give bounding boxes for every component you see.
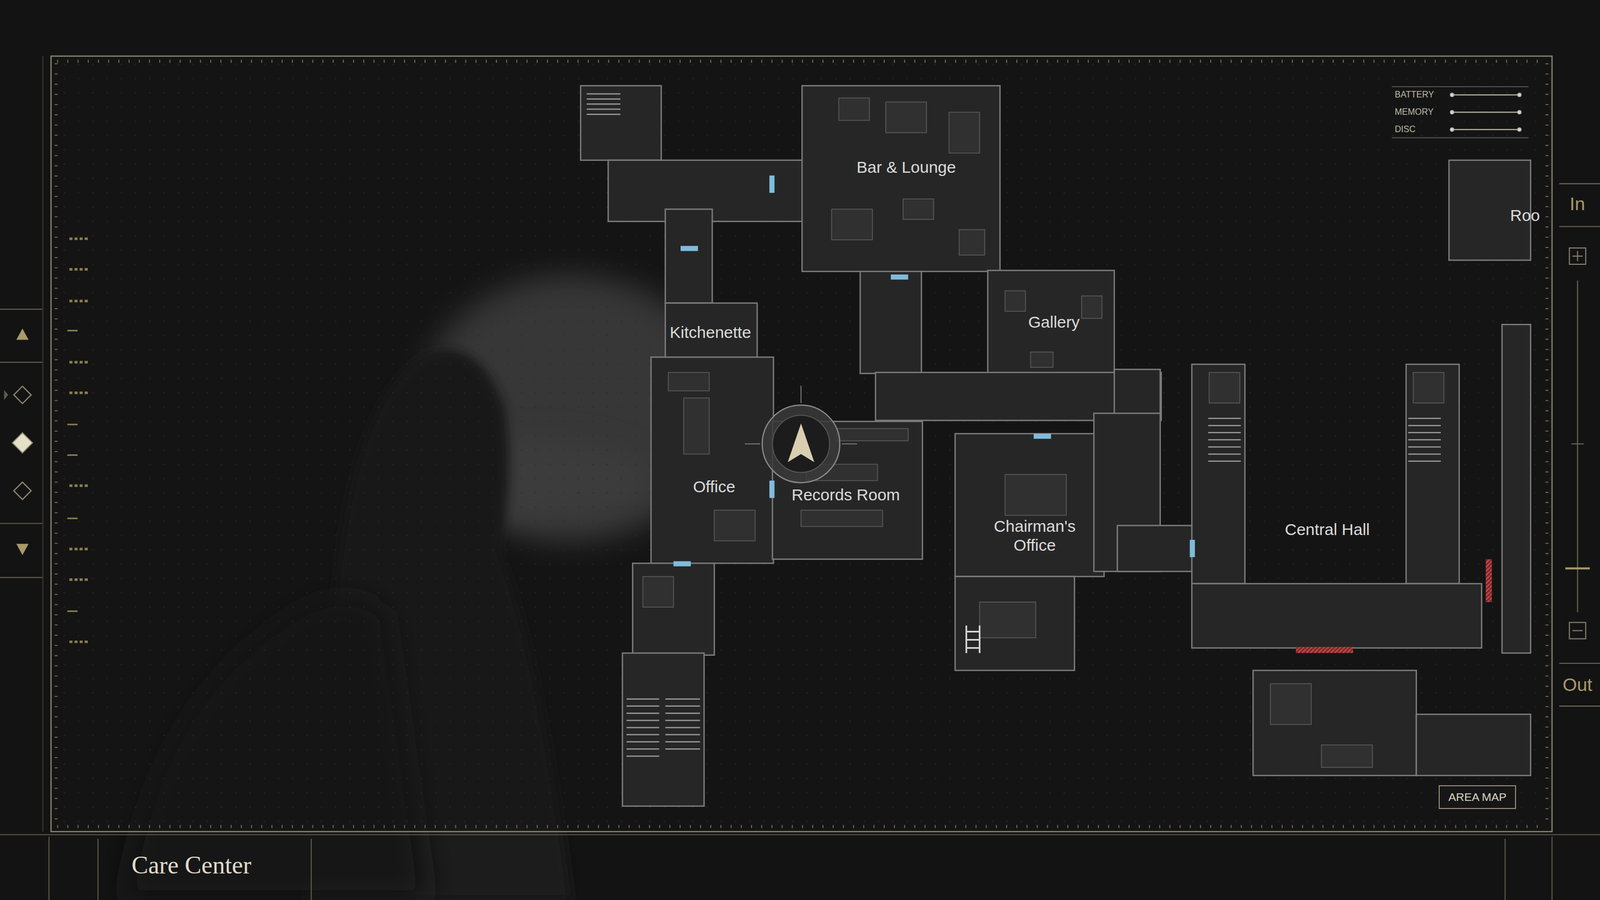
zoom-label: In xyxy=(1569,193,1585,215)
room-label: Roo xyxy=(1510,206,1540,225)
room-name: Gallery xyxy=(1028,312,1080,332)
zoom-label: Out xyxy=(1562,674,1593,696)
room-name: Bar & Lounge xyxy=(856,158,956,178)
zoom-control xyxy=(1559,183,1600,707)
room-label: Bar & Lounge xyxy=(854,157,958,179)
area-title: Care Center xyxy=(131,850,252,880)
room-name: Kitchenette xyxy=(669,323,751,343)
room-label: Records Room xyxy=(789,484,903,506)
floor-plan xyxy=(580,85,1531,806)
room-label: Kitchenette xyxy=(667,322,754,344)
bottom-bar xyxy=(0,834,1600,900)
ladder-icon xyxy=(966,625,980,653)
room-name: Records Room xyxy=(791,485,900,505)
status-label: BATTERY xyxy=(1394,89,1434,100)
map-button: AREA MAP xyxy=(1438,785,1517,809)
room-name: AREA MAP xyxy=(1448,790,1507,804)
room-name: Office xyxy=(693,477,736,497)
room-name: Central Hall xyxy=(1284,520,1370,540)
room-name: Chairman's Office xyxy=(982,517,1087,555)
room-label: Gallery xyxy=(1026,311,1082,333)
status-label: MEMORY xyxy=(1394,107,1434,117)
doors xyxy=(673,175,1195,567)
status-label: DISC xyxy=(1394,124,1416,135)
floor-selector xyxy=(0,56,43,832)
status-sliders xyxy=(1392,86,1530,138)
player-marker xyxy=(745,385,858,483)
map-frame xyxy=(50,56,1552,832)
room-label: Chairman's Office xyxy=(980,516,1089,556)
room-label: Central Hall xyxy=(1282,519,1373,541)
room-label: Office xyxy=(690,476,738,498)
